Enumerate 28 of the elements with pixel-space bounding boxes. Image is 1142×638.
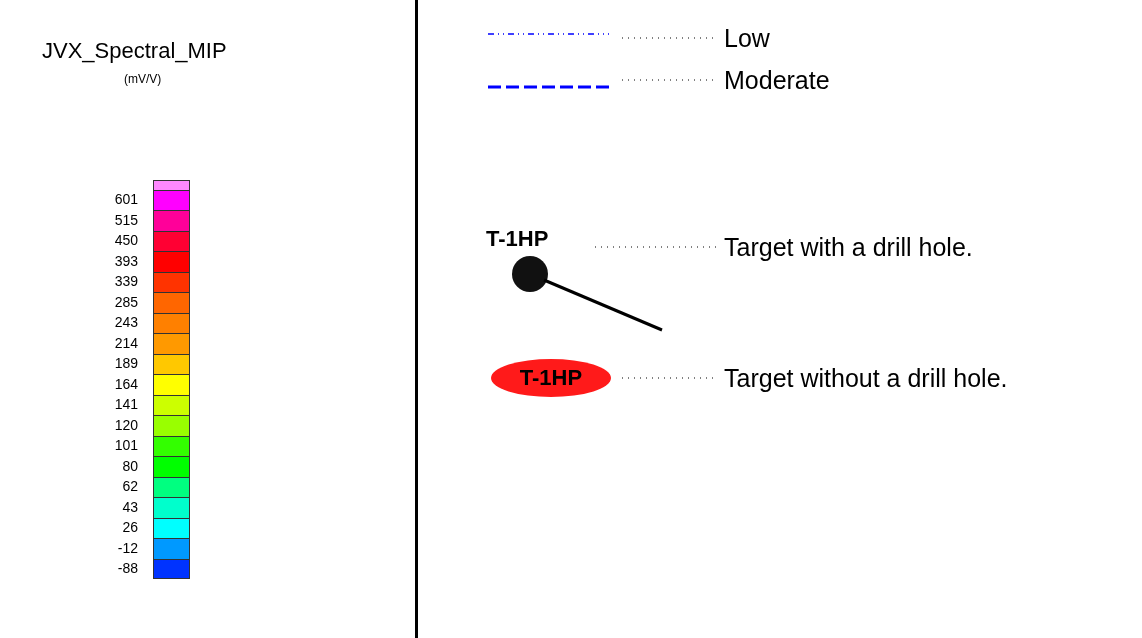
scale-title: JVX_Spectral_MIP	[42, 38, 227, 64]
scale-value: 26	[122, 519, 138, 535]
scale-value: 120	[114, 416, 138, 433]
target-name: T-1HP	[519, 365, 583, 391]
unit-label: (mV/V)	[124, 72, 162, 86]
scale-value: 339	[114, 273, 138, 289]
scale-value: 450	[114, 232, 138, 248]
scale-value: 601	[114, 191, 138, 207]
scale-value: 515	[114, 211, 138, 228]
drill-hole-marker	[512, 256, 548, 292]
legend-label: Low	[724, 24, 770, 53]
scale-value: 393	[114, 252, 138, 269]
scale-value: 62	[122, 478, 138, 494]
scale-value: -88	[117, 560, 138, 576]
scale-value: 141	[114, 396, 138, 412]
scale-value: 164	[114, 375, 138, 392]
legend-label: Moderate	[724, 66, 830, 95]
target-name: T-1HP	[486, 226, 549, 252]
legend-label: Target without a drill hole.	[724, 364, 1008, 393]
scale-value: 189	[114, 355, 138, 371]
scale-value: 43	[122, 498, 138, 515]
scale-value: 80	[122, 457, 138, 474]
scale-value: 101	[114, 437, 138, 453]
legend-label: Target with a drill hole.	[724, 233, 973, 262]
scale-value: 214	[114, 334, 138, 351]
scale-value: -12	[117, 539, 138, 556]
scale-value: 285	[114, 293, 138, 310]
scale-value: 243	[114, 314, 138, 330]
